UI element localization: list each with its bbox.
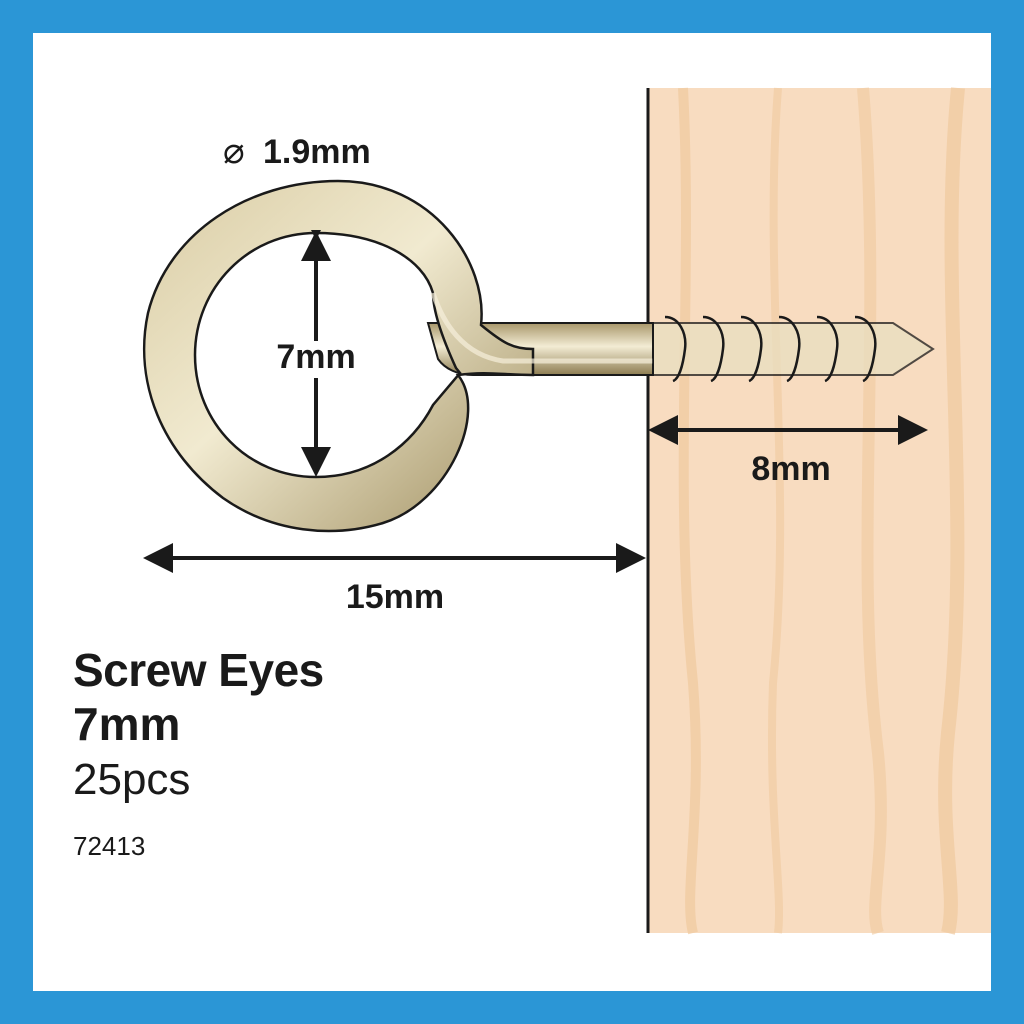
product-panel: ⌀ 1.9mm 7mm 8mm 15mm Screw Eyes 7mm 25pc… bbox=[33, 33, 991, 991]
screw-thread bbox=[652, 315, 935, 383]
total-length-value: 15mm bbox=[346, 578, 444, 616]
thread-turn bbox=[816, 315, 839, 383]
screw-eye-diagram: ⌀ 1.9mm 7mm 8mm 15mm bbox=[143, 87, 991, 935]
product-name: Screw Eyes bbox=[73, 644, 324, 696]
product-code: 72413 bbox=[73, 831, 146, 861]
product-caption: Screw Eyes 7mm 25pcs 72413 bbox=[73, 643, 324, 862]
product-quantity: 25pcs bbox=[73, 755, 191, 804]
diameter-icon: ⌀ bbox=[223, 130, 245, 171]
total-length-arrow bbox=[143, 543, 646, 573]
thread-turn bbox=[740, 315, 763, 383]
thread-turn bbox=[778, 315, 801, 383]
wire-diameter-label: ⌀ 1.9mm bbox=[223, 130, 371, 171]
thread-length-arrow bbox=[648, 415, 928, 445]
product-size: 7mm bbox=[73, 698, 181, 750]
thread-turn bbox=[854, 315, 877, 383]
thread-turn bbox=[664, 315, 687, 383]
thread-length-value: 8mm bbox=[751, 450, 830, 488]
wood-board bbox=[646, 87, 991, 935]
wire-diameter-value: 1.9mm bbox=[263, 133, 371, 171]
inner-diameter-value: 7mm bbox=[276, 338, 355, 376]
inner-diameter-arrow bbox=[301, 230, 331, 477]
thread-turn bbox=[702, 315, 725, 383]
screw-eye-ring bbox=[143, 179, 653, 533]
